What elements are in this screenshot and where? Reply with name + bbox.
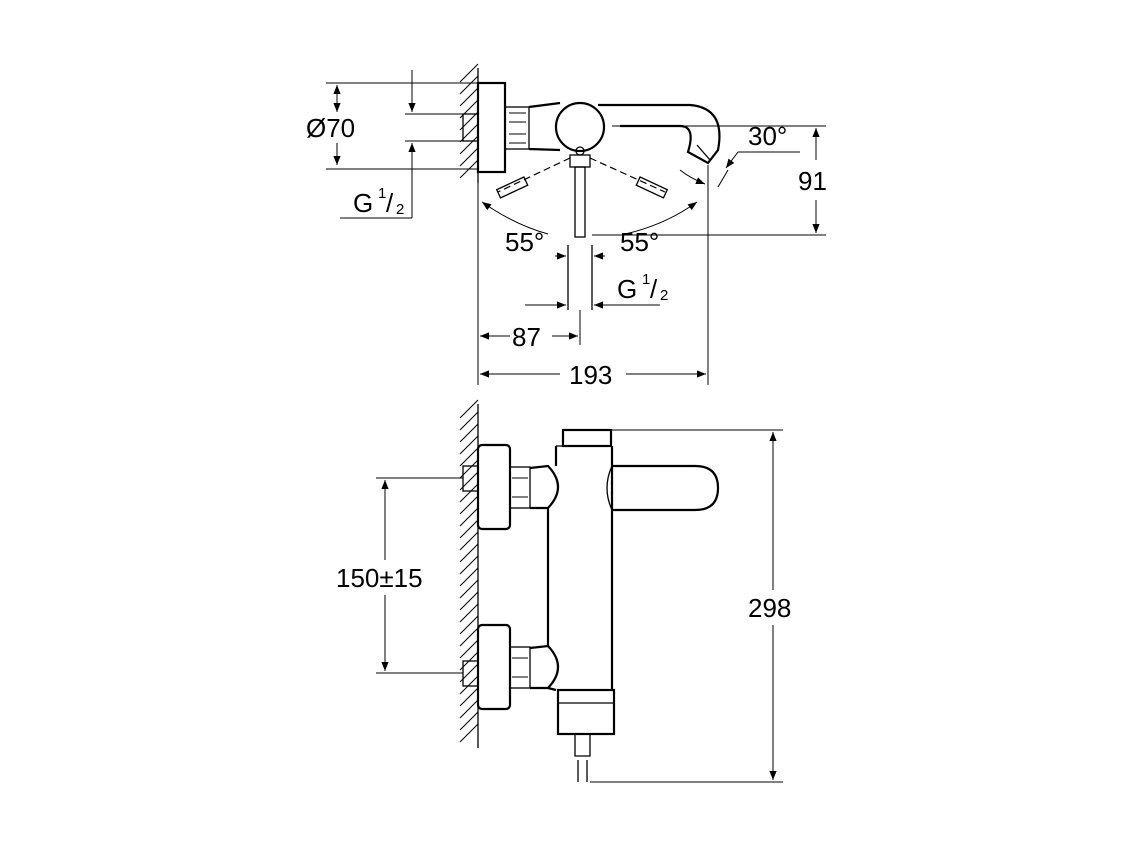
label-angle-spout: 30°	[748, 121, 787, 151]
angle-arc-right	[624, 201, 698, 235]
label-height-front: 298	[748, 593, 791, 623]
wall-hatch-line	[459, 711, 479, 731]
wall-hatch-line	[459, 423, 479, 443]
inlet-stub-upper	[462, 465, 479, 492]
label-inlet-spacing: 150±15	[336, 563, 423, 593]
lever-swing-left	[497, 157, 571, 193]
wall-hatch-line	[459, 579, 479, 599]
wall-hatch-line	[459, 543, 479, 563]
lever-base-top	[569, 154, 591, 168]
body-front	[546, 446, 614, 692]
wall-rosette-upper	[476, 443, 512, 531]
wall-hatch-line	[459, 135, 479, 155]
spout-front	[556, 688, 616, 736]
label-thread-outlet-base: G	[617, 274, 637, 304]
wall-hatch-line	[459, 495, 479, 515]
wall-hatch-line	[459, 483, 479, 503]
wall-hatch-line	[459, 699, 479, 719]
label-thread-outlet-num: 1	[642, 271, 650, 288]
wall-rosette-top	[476, 81, 507, 174]
front-view: 150±15 298	[336, 399, 791, 783]
top-cap	[561, 428, 613, 448]
label-thread-wall-base: G	[353, 188, 373, 218]
wall-hatch-line	[459, 435, 479, 455]
label-height-top: 91	[798, 166, 827, 196]
label-angle-left: 55°	[505, 227, 544, 257]
label-thread-outlet-den: 2	[660, 287, 668, 304]
wall-front	[459, 399, 479, 748]
label-angle-right: 55°	[620, 227, 659, 257]
wall-rosette-lower	[476, 623, 512, 711]
label-dim-193: 193	[569, 360, 612, 390]
top-view: Ø70 G 1 / 2 55° 55° 30° 91 G 1 / 2 87 19…	[306, 63, 827, 390]
svg-text:/: /	[386, 188, 394, 218]
wall-hatch-line	[459, 519, 479, 539]
wall-hatch-line	[459, 531, 479, 551]
body-round-top	[554, 101, 606, 153]
label-dim-87: 87	[512, 322, 541, 352]
wall-hatch-line	[459, 147, 479, 167]
angle-arc-left	[481, 201, 549, 235]
label-thread-wall-num: 1	[378, 185, 386, 202]
label-diameter: Ø70	[306, 113, 355, 143]
hex-nut-top	[504, 106, 530, 150]
wall-hatch-line	[459, 627, 479, 647]
wall-hatch-line	[459, 687, 479, 707]
wall-hatch-line	[459, 639, 479, 659]
wall-hatch-line	[459, 399, 479, 419]
wall-hatch-line	[459, 87, 479, 107]
wall-hatch-line	[459, 723, 479, 743]
hex-nut-upper	[509, 466, 531, 509]
wall-hatch-line	[459, 411, 479, 431]
hex-nut-lower	[509, 646, 531, 689]
lever-swing-right	[589, 157, 666, 193]
wall-hatch-line	[459, 675, 479, 695]
wall-hatch-line	[459, 555, 479, 575]
wall-hatch-line	[459, 507, 479, 527]
wall-hatch-line	[459, 567, 479, 587]
wall-hatch-line	[459, 591, 479, 611]
inlet-stub-top	[462, 113, 479, 142]
body-connector-upper	[528, 101, 561, 109]
wall-hatch-line	[459, 615, 479, 635]
wall-hatch-line	[459, 447, 479, 467]
lever-front	[612, 464, 720, 512]
label-thread-wall-den: 2	[396, 201, 404, 218]
wall-hatch-line	[459, 63, 479, 83]
svg-text:/: /	[650, 274, 658, 304]
wall-hatch-line	[459, 603, 479, 623]
lever-top	[574, 166, 586, 238]
wall-hatch-line	[459, 75, 479, 95]
spout-top	[598, 103, 721, 165]
